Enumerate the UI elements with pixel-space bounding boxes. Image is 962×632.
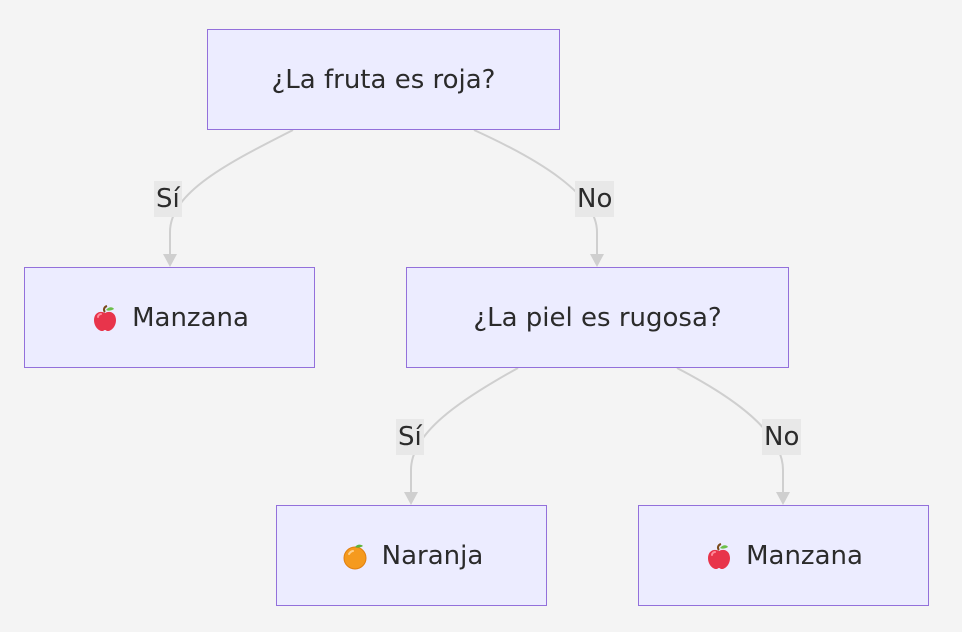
node-question-rough: ¿La piel es rugosa? [406, 267, 789, 368]
apple-icon [704, 541, 734, 571]
arrowhead-q2 [590, 254, 604, 267]
edge-label-q2-no: No [762, 419, 802, 455]
edge-q1-no [473, 129, 598, 256]
node-question-red-label: ¿La fruta es roja? [271, 64, 496, 95]
orange-icon [340, 541, 370, 571]
node-question-red: ¿La fruta es roja? [207, 29, 560, 130]
edge-label-q1-yes: Sí [154, 181, 182, 217]
node-apple-left-label: Manzana [132, 302, 249, 333]
apple-icon [90, 303, 120, 333]
node-orange-label: Naranja [381, 540, 484, 571]
node-apple-right: Manzana [638, 505, 929, 606]
arrowhead-orange [404, 492, 418, 505]
arrowhead-apple1 [163, 254, 177, 267]
node-question-rough-label: ¿La piel es rugosa? [473, 302, 722, 333]
edge-q2-no [676, 367, 784, 494]
arrowhead-apple2 [776, 492, 790, 505]
node-apple-right-label: Manzana [746, 540, 863, 571]
node-apple-left: Manzana [24, 267, 315, 368]
node-orange: Naranja [276, 505, 547, 606]
edge-q2-yes [410, 367, 519, 494]
edge-label-q1-no: No [575, 181, 615, 217]
edge-label-q2-yes: Sí [396, 419, 424, 455]
edge-q1-yes [169, 129, 294, 256]
